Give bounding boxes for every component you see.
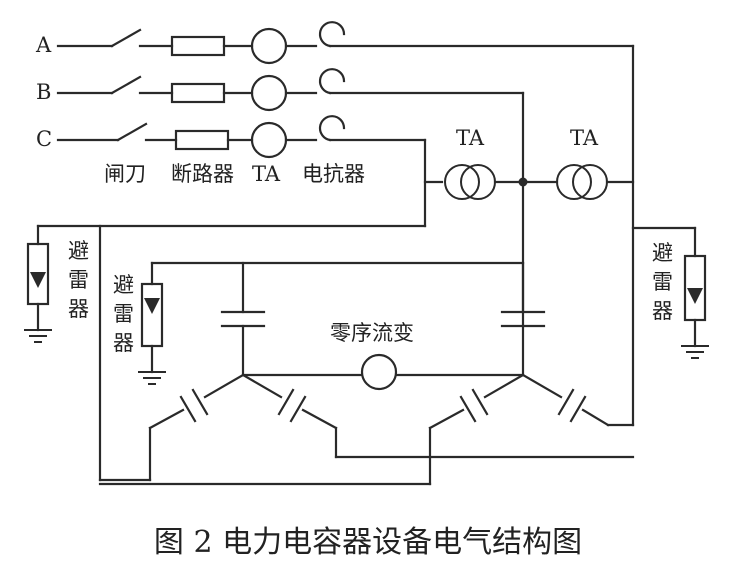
reactor-c xyxy=(318,115,346,142)
arrester-mid-char-2: 雷 xyxy=(113,302,134,326)
arrester-left-branch xyxy=(24,224,427,343)
arrester-mid xyxy=(140,282,164,348)
ct-c xyxy=(250,121,288,159)
breaker-a xyxy=(170,35,226,57)
arrester-right-branch xyxy=(631,226,709,359)
label-ct: TA xyxy=(252,162,281,186)
label-knife-switch: 闸刀 xyxy=(104,162,146,186)
phase-label-b: B xyxy=(36,80,51,104)
arrester-right-char-3: 器 xyxy=(652,299,673,323)
neutral-line xyxy=(241,353,525,391)
reactor-a xyxy=(318,21,346,48)
ct-a xyxy=(250,27,288,65)
label-ta-right: TA xyxy=(570,126,599,150)
ct-b xyxy=(250,74,288,112)
label-ta-left: TA xyxy=(456,126,485,150)
reactor-b xyxy=(318,68,346,95)
knife-switch-a xyxy=(110,28,142,48)
arrester-left-char-2: 雷 xyxy=(68,268,89,292)
knife-switch-b xyxy=(110,75,142,95)
unbalance-ct-line xyxy=(423,164,635,200)
phase-label-c: C xyxy=(36,127,52,151)
arrester-mid-char-1: 避 xyxy=(113,273,134,297)
figure-caption: 图 2 电力电容器设备电气结构图 xyxy=(154,525,582,560)
junction-dot xyxy=(518,177,528,187)
label-breaker: 断路器 xyxy=(171,162,234,186)
arrester-mid-char-3: 器 xyxy=(113,331,134,355)
phase-b-line xyxy=(56,68,525,377)
capacitor-vertical-left xyxy=(220,261,266,377)
arrester-right-char-2: 雷 xyxy=(652,270,673,294)
arrester-mid-branch xyxy=(138,261,525,385)
capacitor-star-right xyxy=(428,373,635,486)
zero-sequence-ct xyxy=(360,353,398,391)
capacitor-vertical-right xyxy=(500,261,546,328)
breaker-b xyxy=(170,82,226,104)
knife-switch-c xyxy=(116,122,148,142)
arrester-right-char-1: 避 xyxy=(652,241,673,265)
capacitor-star-left xyxy=(148,373,338,482)
ta-right-coil-1 xyxy=(556,164,592,200)
phase-label-a: A xyxy=(35,33,52,57)
label-zero-sequence-ct: 零序流变 xyxy=(330,321,414,345)
phase-c-line xyxy=(56,115,427,228)
phase-a-line xyxy=(56,21,635,427)
breaker-c xyxy=(174,129,230,151)
bottom-wiring xyxy=(98,224,635,486)
arrester-left-char-3: 器 xyxy=(68,297,89,321)
ta-left-coil-1 xyxy=(444,164,480,200)
label-reactor: 电抗器 xyxy=(302,162,365,186)
arrester-left-char-1: 避 xyxy=(68,239,89,263)
